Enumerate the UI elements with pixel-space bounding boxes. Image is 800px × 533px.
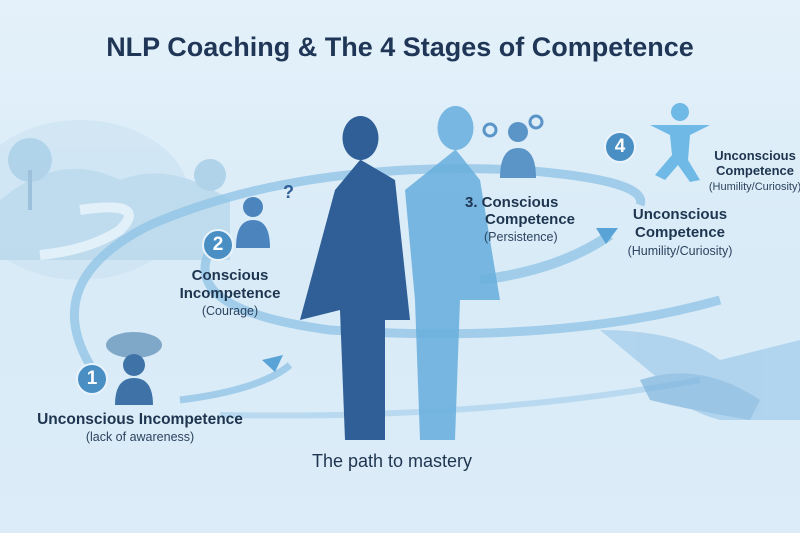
stage-4-badge: 4 <box>604 131 636 163</box>
stage-3-title-line2: Competence <box>485 211 576 228</box>
stage1-figure <box>106 332 162 405</box>
stage-4-secondary-note: (Humility/Curiosity) <box>708 181 800 193</box>
stage-1-badge: 1 <box>76 363 108 395</box>
arrow-head-1 <box>262 355 283 372</box>
arrow-head-2 <box>596 228 618 244</box>
stage-2-badge: 2 <box>202 229 234 261</box>
handshake <box>600 330 800 420</box>
stage-2-title-line2: Incompetence <box>179 285 281 302</box>
stage-4-secondary-line1: Unconscious <box>714 148 796 163</box>
stage4-figure <box>650 103 710 182</box>
stage-4-secondary-line2: Competence <box>715 163 795 178</box>
stage3-figure <box>482 114 544 178</box>
path-swirl <box>69 164 722 419</box>
svg-text:?: ? <box>283 182 294 202</box>
stage-2-note: (Courage) <box>201 304 259 318</box>
page-title: NLP Coaching & The 4 Stages of Competenc… <box>106 32 694 62</box>
stage-4-note: (Humility/Curiosity) <box>627 244 733 258</box>
stage-3-title-line1: 3. Conscious <box>465 194 559 211</box>
caption: The path to mastery <box>311 451 473 471</box>
stage2-figure: ? <box>236 182 294 248</box>
stage-1-title: Unconscious Incompetence <box>37 411 243 428</box>
landscape-scene <box>0 120 230 280</box>
stage-4-title-line1: Unconscious <box>632 206 728 223</box>
main-figures <box>300 106 500 440</box>
stage-4-title-line2: Competence <box>634 224 726 241</box>
stage-3-note: (Persistence) <box>484 230 558 244</box>
stage-1-note: (lack of awareness) <box>85 430 195 444</box>
stage-2-title-line1: Conscious <box>191 267 269 284</box>
